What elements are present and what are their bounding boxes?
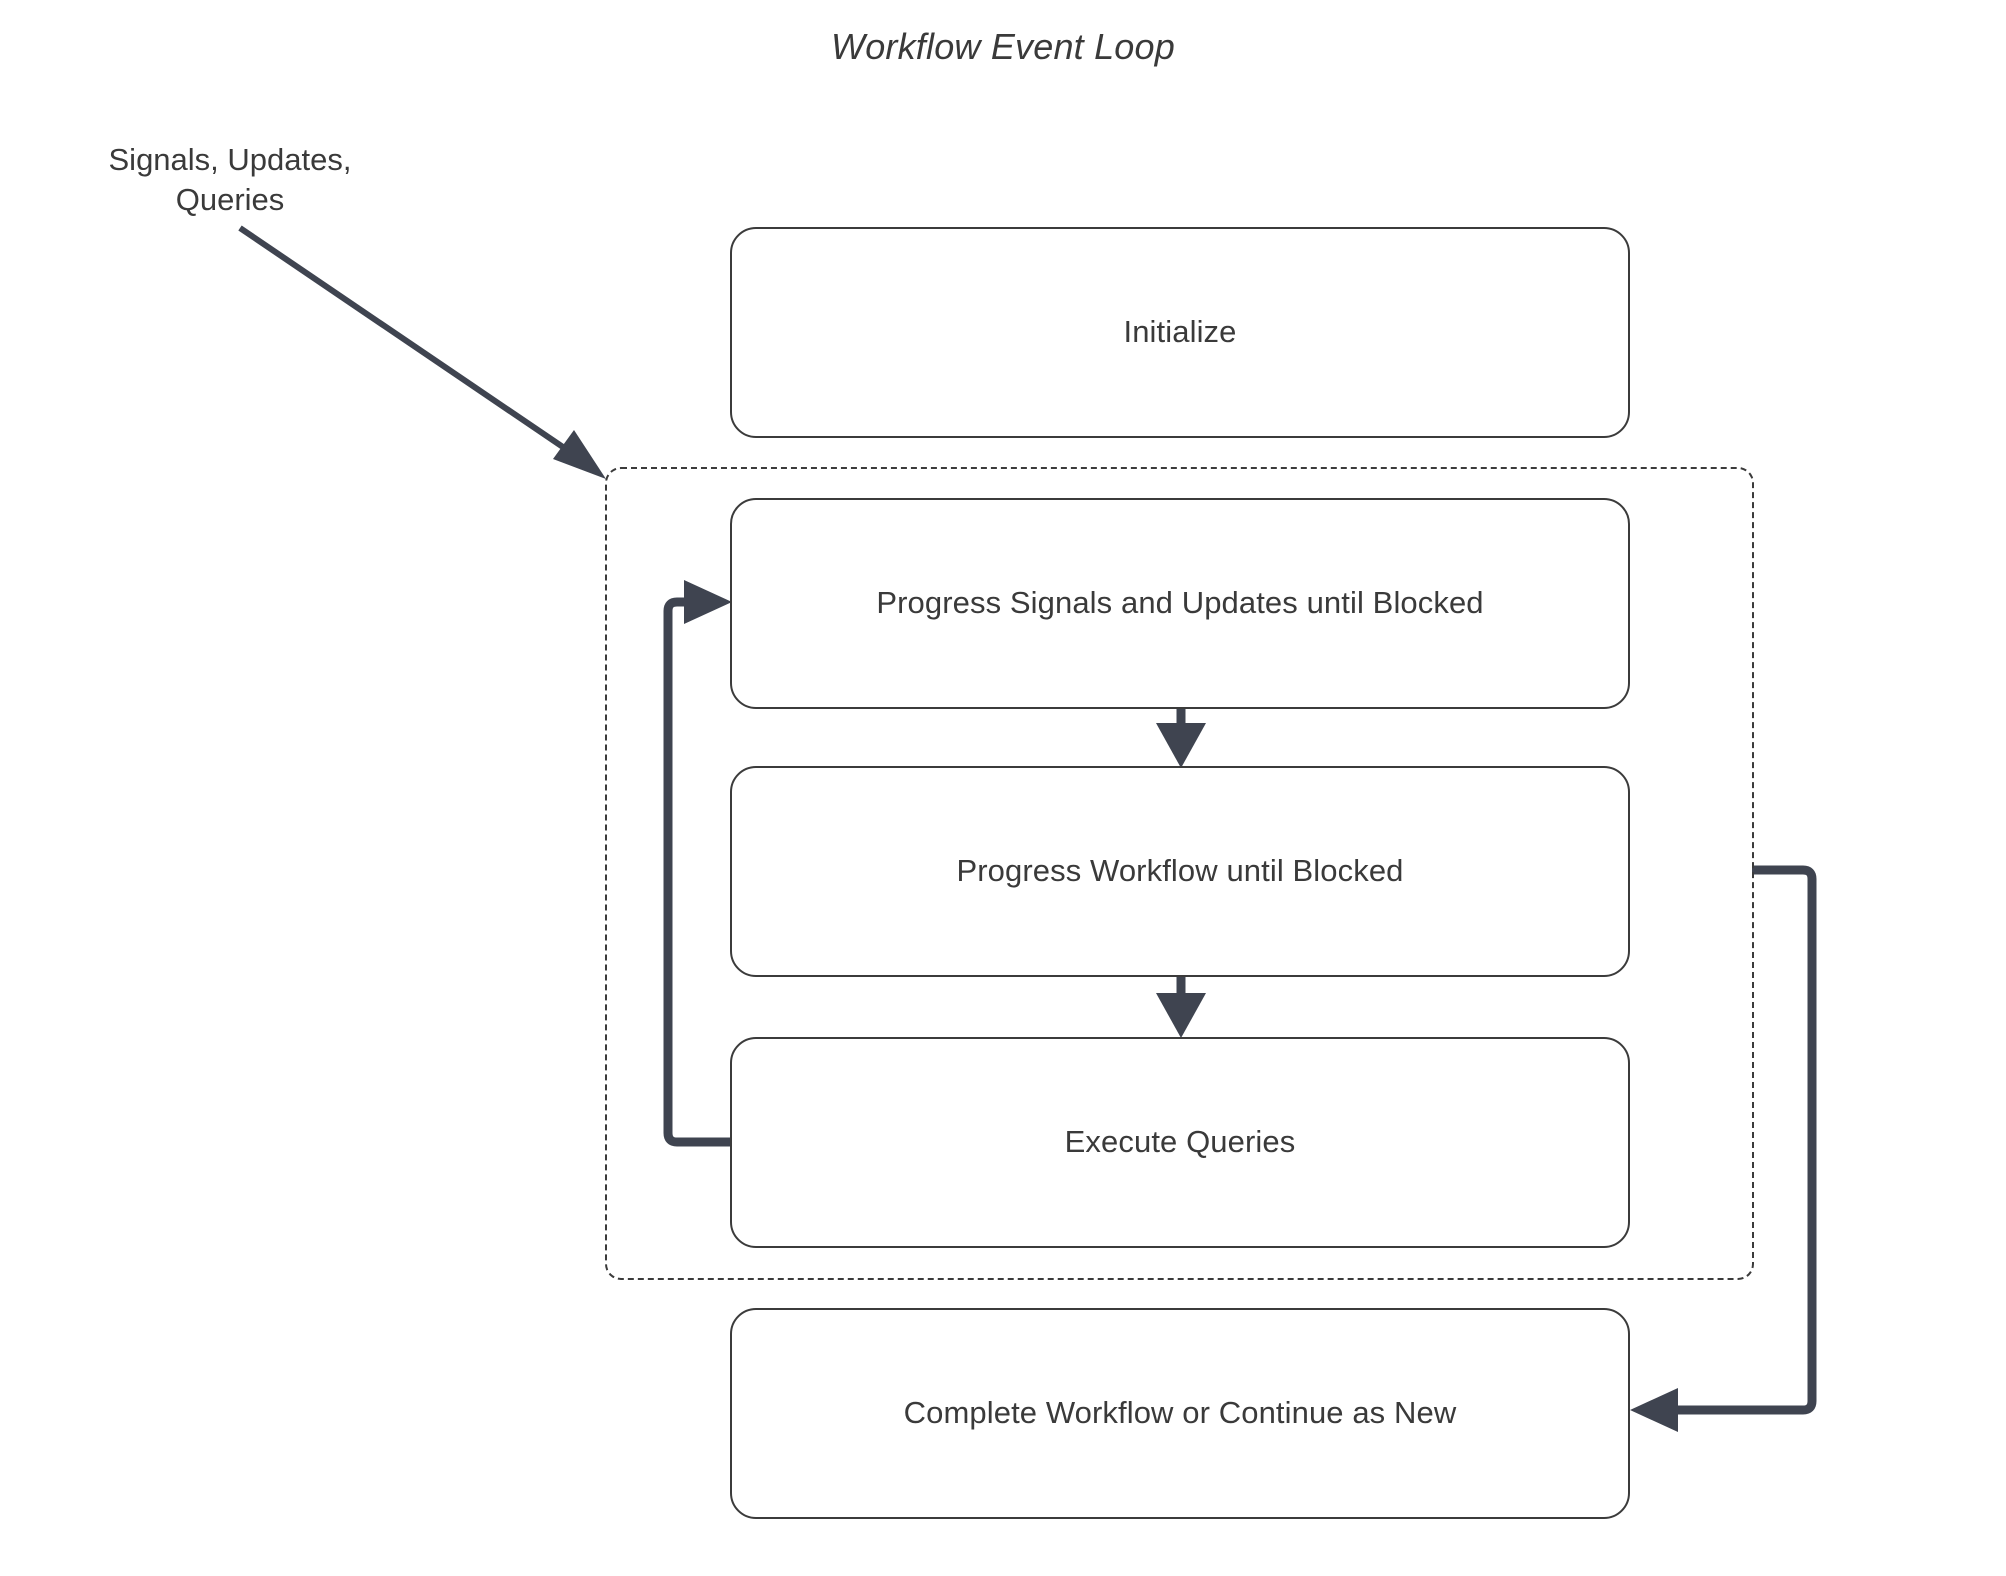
- node-progress-signals-label: Progress Signals and Updates until Block…: [876, 585, 1484, 621]
- node-complete-workflow[interactable]: Complete Workflow or Continue as New: [730, 1308, 1630, 1519]
- edge-progress-workflow-to-execute-queries: [1156, 977, 1206, 1038]
- node-initialize[interactable]: Initialize: [730, 227, 1630, 438]
- external-input-label: Signals, Updates, Queries: [20, 140, 440, 221]
- edge-execute-queries-to-progress-signals-loop: [663, 580, 732, 1147]
- page-title: Workflow Event Loop: [831, 26, 1175, 67]
- node-progress-signals[interactable]: Progress Signals and Updates until Block…: [730, 498, 1630, 709]
- edge-loop-group-to-complete-workflow: [1630, 865, 1817, 1432]
- node-progress-workflow[interactable]: Progress Workflow until Blocked: [730, 766, 1630, 977]
- external-input-label-line1: Signals, Updates,: [108, 142, 352, 177]
- node-complete-workflow-label: Complete Workflow or Continue as New: [903, 1395, 1457, 1431]
- edge-progress-signals-to-progress-workflow: [1156, 708, 1206, 768]
- external-input-label-line2: Queries: [175, 182, 285, 218]
- node-execute-queries[interactable]: Execute Queries: [730, 1037, 1630, 1248]
- node-progress-workflow-label: Progress Workflow until Blocked: [956, 853, 1404, 889]
- node-initialize-label: Initialize: [1123, 314, 1237, 350]
- node-execute-queries-label: Execute Queries: [1064, 1124, 1296, 1160]
- event-loop-group-container: [605, 467, 1754, 1280]
- edge-external-input-to-loop: [238, 225, 606, 479]
